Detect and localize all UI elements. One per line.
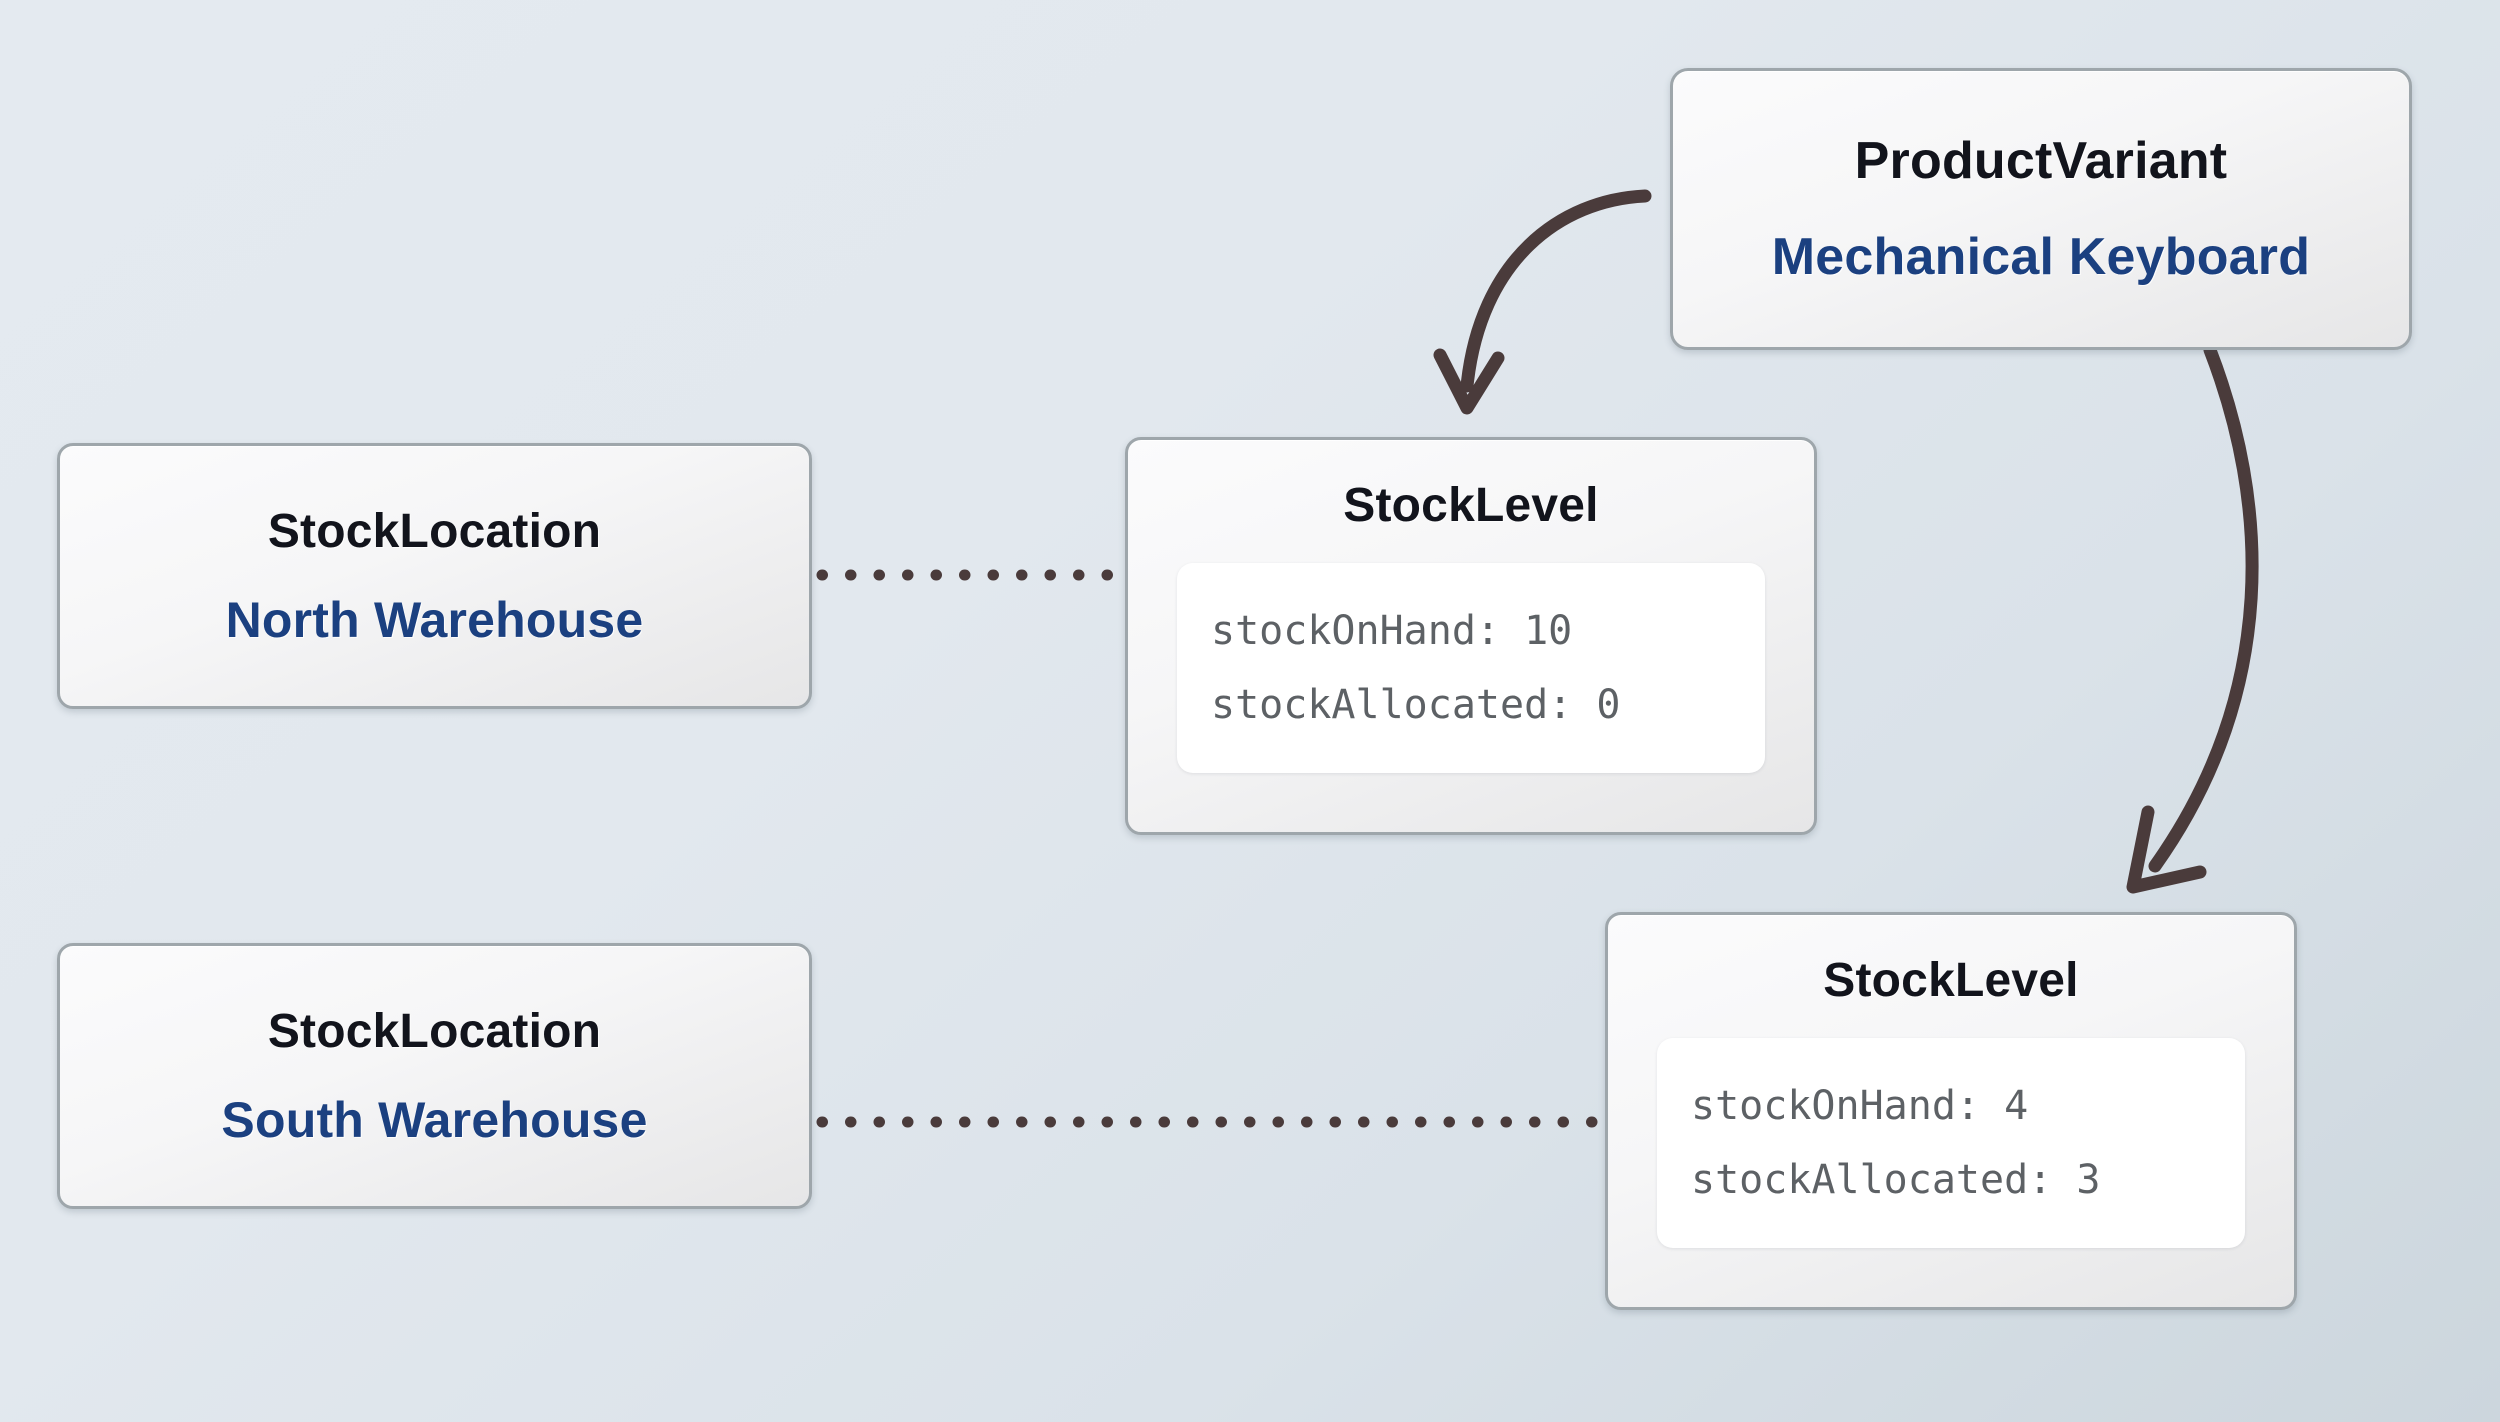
node-type-label: StockLocation — [267, 504, 602, 558]
field-stock-allocated: stockAllocated: 3 — [1691, 1157, 2101, 1203]
node-type-label: StockLevel — [1823, 954, 2079, 1007]
node-stock-location-north[interactable]: StockLocation North Warehouse — [57, 443, 812, 709]
node-name-label: Mechanical Keyboard — [1771, 228, 2311, 286]
edge-variant-to-stocklevel-north — [1433, 189, 1652, 415]
stock-level-fields-panel: stockOnHand: 10 stockAllocated: 0 — [1177, 563, 1765, 773]
node-type-label: ProductVariant — [1854, 132, 2228, 190]
node-name-label: South Warehouse — [221, 1091, 648, 1148]
field-stock-allocated: stockAllocated: 0 — [1211, 682, 1621, 728]
edge-variant-to-stocklevel-south — [2126, 343, 2259, 894]
node-stock-level-north[interactable]: StockLevel stockOnHand: 10 stockAllocate… — [1125, 437, 1817, 835]
field-stock-on-hand: stockOnHand: 4 — [1691, 1083, 2029, 1129]
field-stock-on-hand: stockOnHand: 10 — [1211, 608, 1573, 654]
node-type-label: StockLocation — [267, 1004, 602, 1058]
node-stock-level-south[interactable]: StockLevel stockOnHand: 4 stockAllocated… — [1605, 912, 2297, 1310]
node-stock-location-south[interactable]: StockLocation South Warehouse — [57, 943, 812, 1209]
stock-level-fields-panel: stockOnHand: 4 stockAllocated: 3 — [1657, 1038, 2245, 1248]
node-name-label: North Warehouse — [225, 591, 644, 648]
node-product-variant[interactable]: ProductVariant Mechanical Keyboard — [1670, 68, 2412, 350]
node-type-label: StockLevel — [1343, 479, 1599, 532]
